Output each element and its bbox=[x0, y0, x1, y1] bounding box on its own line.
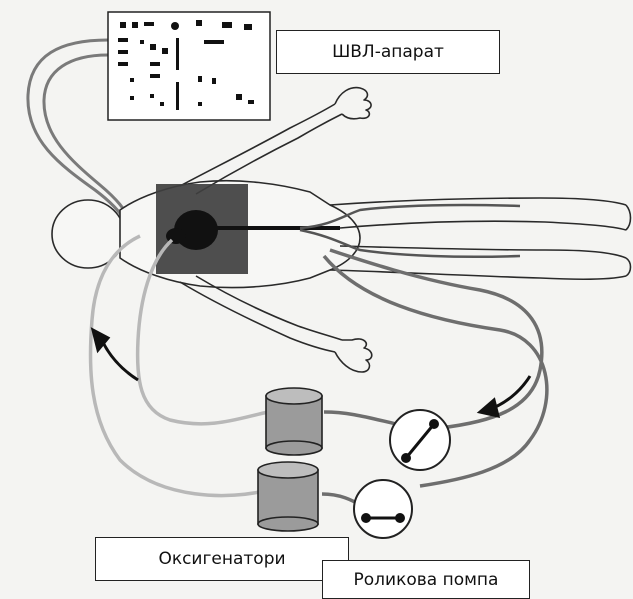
ventilator-label: ШВЛ-апарат bbox=[276, 30, 500, 74]
roller-pump-icon bbox=[354, 410, 450, 538]
oxygenator-icon bbox=[258, 388, 322, 531]
ventilator-icon bbox=[108, 12, 270, 120]
roller-pump-label: Роликова помпа bbox=[322, 560, 530, 599]
oxygenators-label: Оксигенатори bbox=[95, 537, 349, 581]
drain-tube bbox=[322, 250, 547, 506]
